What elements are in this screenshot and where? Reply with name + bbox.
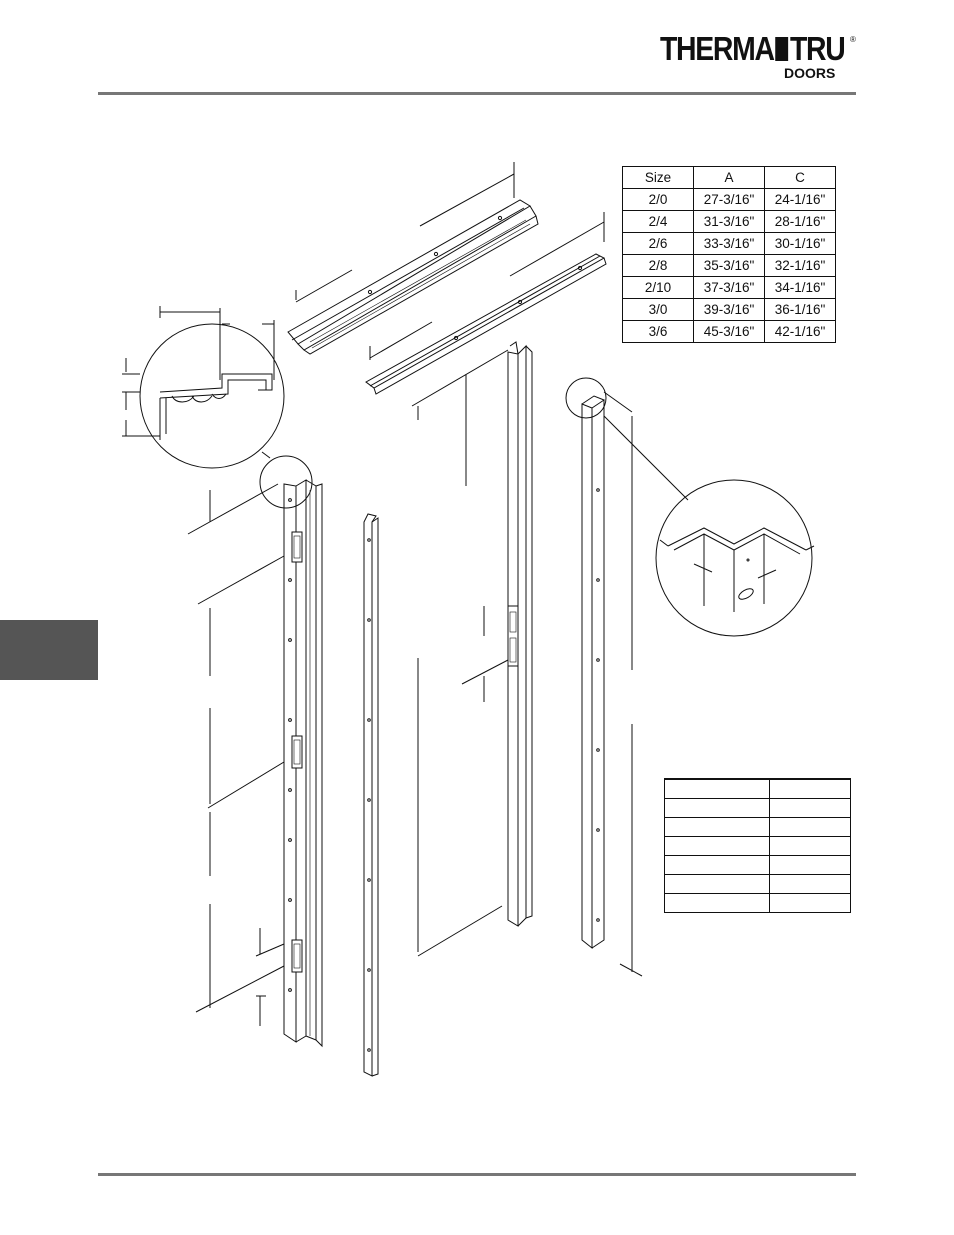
- logo-registered-mark: ®: [850, 35, 856, 44]
- cell-a: 37-3/16": [693, 276, 765, 299]
- section-tab: [0, 620, 98, 680]
- table-row: 2/8 35-3/16" 32-1/16": [622, 254, 836, 277]
- logo-wordmark: THERMA TRU: [660, 30, 846, 67]
- blank-table-row: [664, 855, 851, 875]
- blank-table-cell: [664, 798, 770, 818]
- logo-name-left: THERMA: [660, 30, 775, 67]
- blank-table-row: [664, 817, 851, 837]
- detail-callout-circle-right: [565, 377, 607, 419]
- cell-c: 28-1/16": [764, 210, 836, 233]
- cell-size: 2/8: [622, 254, 694, 277]
- detail-circle-corner: [655, 479, 815, 637]
- head-jamb: [287, 199, 539, 355]
- header-size: Size: [622, 166, 694, 189]
- detail-callout-circle-left: [259, 455, 313, 509]
- cell-c: 32-1/16": [764, 254, 836, 277]
- cell-a: 45-3/16": [693, 320, 765, 343]
- cell-a: 27-3/16": [693, 188, 765, 211]
- table-row: 2/10 37-3/16" 34-1/16": [622, 276, 836, 299]
- blank-table-cell: [769, 874, 851, 894]
- header-a: A: [693, 166, 765, 189]
- size-dimension-table: Size A C 2/0 27-3/16" 24-1/16" 2/4 31-3/…: [622, 166, 836, 343]
- cell-a: 31-3/16": [693, 210, 765, 233]
- footer-rule: [98, 1173, 856, 1176]
- blank-table-cell: [664, 817, 770, 837]
- blank-table-row: [664, 778, 851, 799]
- detail-circle-profile: [122, 306, 285, 469]
- table-header-row: Size A C: [622, 166, 836, 189]
- strike-jamb-dimensions: [411, 349, 509, 957]
- header-rule: [98, 92, 856, 95]
- table-row: 2/0 27-3/16" 24-1/16": [622, 188, 836, 211]
- corner-jamb-dimensions: [603, 391, 643, 977]
- strike-jamb: [507, 341, 533, 927]
- blank-table-cell: [769, 817, 851, 837]
- cell-size: 3/6: [622, 320, 694, 343]
- head-dimension: [295, 162, 605, 360]
- blank-table-cell: [769, 836, 851, 856]
- table-row: 2/4 31-3/16" 28-1/16": [622, 210, 836, 233]
- blank-table-row: [664, 798, 851, 818]
- corner-jamb: [581, 395, 605, 950]
- cell-a: 39-3/16": [693, 298, 765, 321]
- hinge-jamb: [283, 479, 323, 1048]
- table-row: 3/0 39-3/16" 36-1/16": [622, 298, 836, 321]
- hinge-jamb-dimensions: [187, 483, 285, 1026]
- blank-table-row: [664, 874, 851, 894]
- cell-size: 2/6: [622, 232, 694, 255]
- cell-c: 30-1/16": [764, 232, 836, 255]
- callout-leader: [603, 415, 689, 501]
- blank-table-cell: [769, 893, 851, 913]
- cell-size: 2/10: [622, 276, 694, 299]
- cell-c: 34-1/16": [764, 276, 836, 299]
- blank-table-cell: [664, 874, 770, 894]
- header-c: C: [764, 166, 836, 189]
- blank-table-cell: [664, 836, 770, 856]
- blank-table-cell: [664, 855, 770, 875]
- table-row: 3/6 45-3/16" 42-1/16": [622, 320, 836, 343]
- blank-table-cell: [664, 893, 770, 913]
- cell-c: 36-1/16": [764, 298, 836, 321]
- blank-table-cell: [769, 855, 851, 875]
- logo-bar-mark: [775, 37, 789, 61]
- table-row: 2/6 33-3/16" 30-1/16": [622, 232, 836, 255]
- logo-name-right: TRU: [789, 30, 846, 67]
- blank-table-cell: [769, 778, 851, 799]
- sill-bar: [365, 253, 607, 395]
- blank-table-cell: [769, 798, 851, 818]
- cell-c: 42-1/16": [764, 320, 836, 343]
- logo-doors: DOORS: [784, 65, 836, 81]
- cell-size: 2/0: [622, 188, 694, 211]
- cell-size: 3/0: [622, 298, 694, 321]
- blank-table-row: [664, 836, 851, 856]
- stop-strip: [363, 513, 379, 1077]
- cell-size: 2/4: [622, 210, 694, 233]
- cell-a: 35-3/16": [693, 254, 765, 277]
- blank-table-cell: [664, 778, 770, 799]
- therma-tru-logo: THERMA TRU ® DOORS: [660, 32, 860, 82]
- blank-table: [664, 778, 851, 913]
- cell-c: 24-1/16": [764, 188, 836, 211]
- cell-a: 33-3/16": [693, 232, 765, 255]
- blank-table-row: [664, 893, 851, 913]
